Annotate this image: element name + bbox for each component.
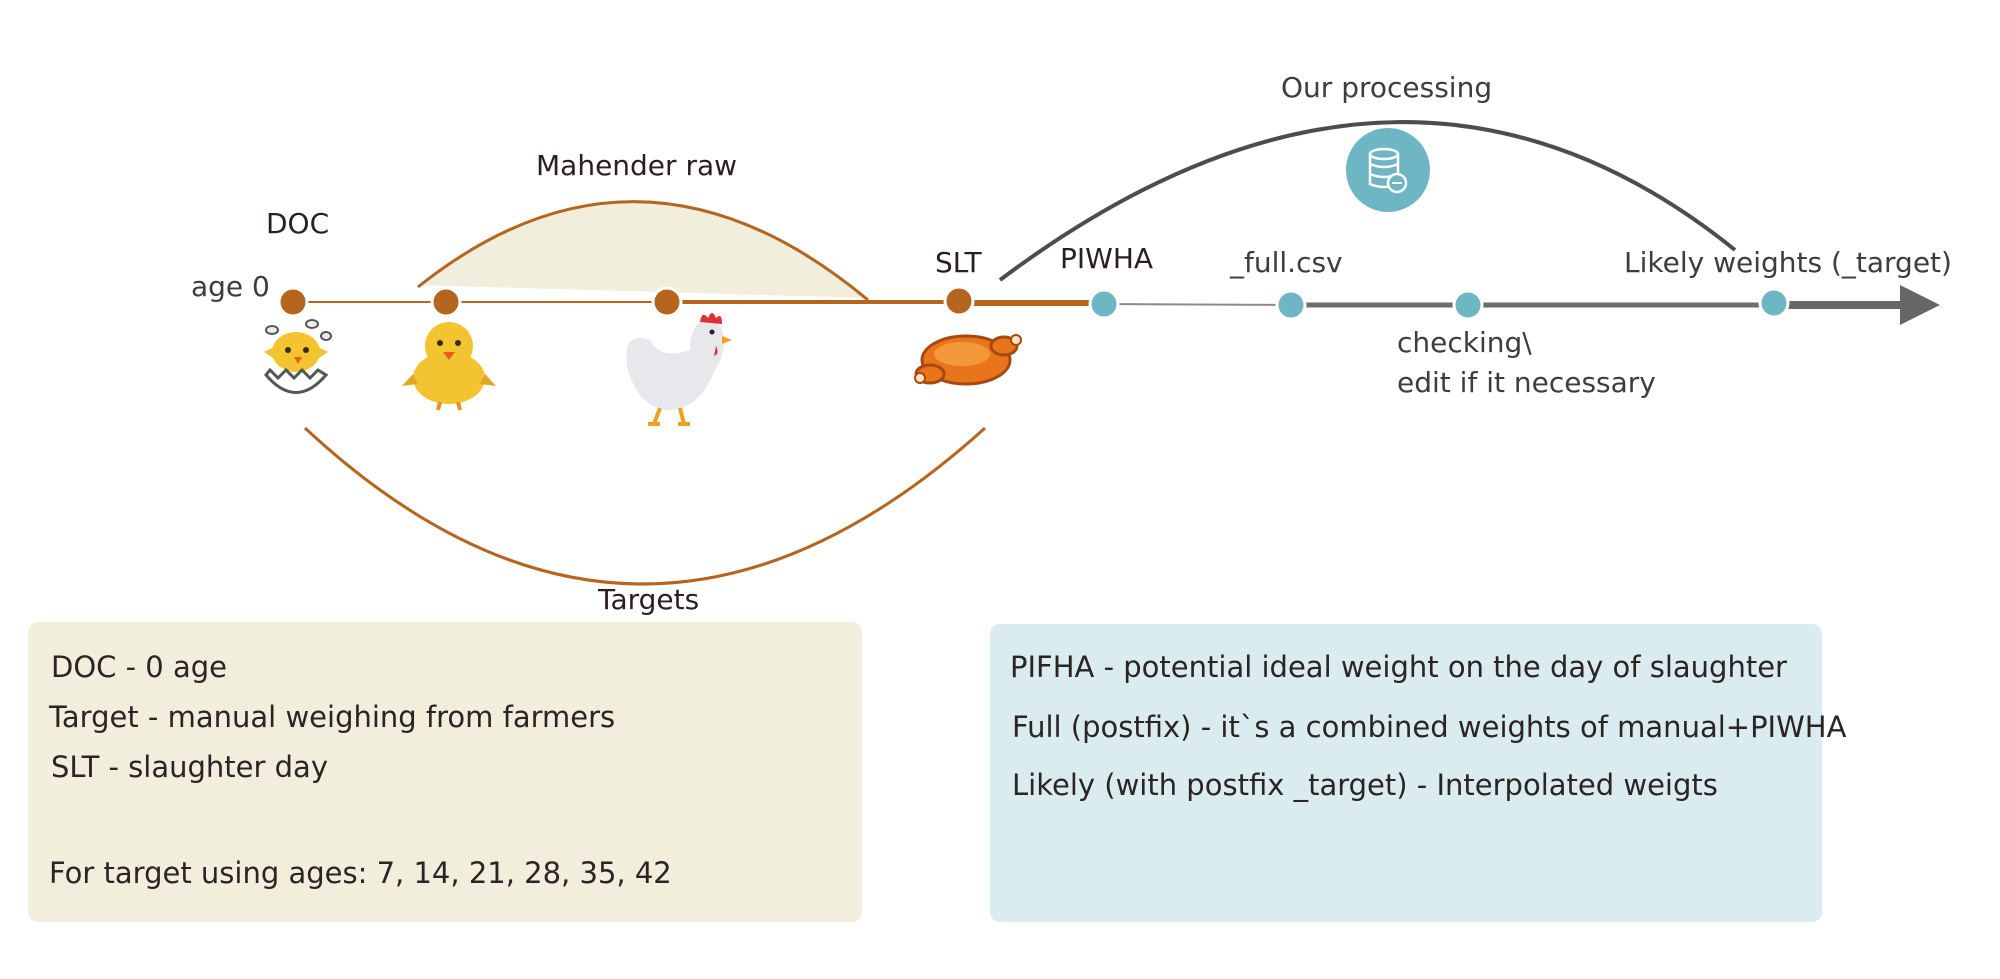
- our-processing-label: Our processing: [1281, 71, 1492, 104]
- legend-right-line-likely: Likely (with postfix _target) - Interpol…: [1012, 768, 1718, 802]
- targets-label: Targets: [597, 583, 699, 616]
- mahender-raw-arc-fill: [418, 200, 868, 298]
- legend-left-line-ages: For target using ages: 7, 14, 21, 28, 35…: [49, 856, 672, 890]
- hatching-chick-icon: [264, 319, 332, 394]
- checking-label-line1: checking\: [1397, 326, 1532, 359]
- timeline-dot-slt: [943, 285, 975, 317]
- checking-label-line2: edit if it necessary: [1397, 366, 1656, 399]
- timeline-dot-chick: [430, 286, 462, 318]
- timeline-dot-hen: [651, 286, 683, 318]
- timeline-dot-full-csv: [1275, 289, 1307, 321]
- slt-label: SLT: [935, 246, 983, 279]
- hen-icon: [626, 313, 732, 426]
- timeline-arrowhead: [1900, 285, 1940, 325]
- legend-left-line-target: Target - manual weighing from farmers: [49, 700, 616, 734]
- roast-chicken-icon: [914, 334, 1022, 386]
- timeline-dot-doc: [277, 286, 309, 318]
- processing-arc: [998, 120, 1737, 282]
- baby-chick-icon: [402, 322, 496, 411]
- timeline-gray-thin: [1104, 303, 1291, 306]
- targets-arc: [303, 426, 987, 586]
- database-icon: [1346, 128, 1430, 212]
- legend-left-line-slt: SLT - slaughter day: [51, 750, 328, 784]
- legend-right-line-full: Full (postfix) - it`s a combined weights…: [1012, 710, 1847, 744]
- age0-label: age 0: [191, 270, 270, 303]
- timeline-dot-likely: [1758, 287, 1790, 319]
- doc-label: DOC: [266, 207, 329, 240]
- full-csv-label: _full.csv: [1229, 246, 1343, 279]
- mahender-raw-label: Mahender raw: [536, 149, 737, 182]
- legend-left-line-doc: DOC - 0 age: [51, 650, 227, 684]
- likely-weights-label: Likely weights (_target): [1624, 246, 1952, 279]
- timeline-dot-checking: [1452, 289, 1484, 321]
- legend-right-line-pifha: PIFHA - potential ideal weight on the da…: [1010, 650, 1787, 684]
- timeline-dot-piwha: [1088, 288, 1120, 320]
- piwha-label: PIWHA: [1060, 242, 1153, 275]
- legend-left-box: DOC - 0 age Target - manual weighing fro…: [28, 622, 862, 922]
- mahender-raw-arc: [417, 200, 869, 302]
- legend-right-box: PIFHA - potential ideal weight on the da…: [990, 624, 1846, 922]
